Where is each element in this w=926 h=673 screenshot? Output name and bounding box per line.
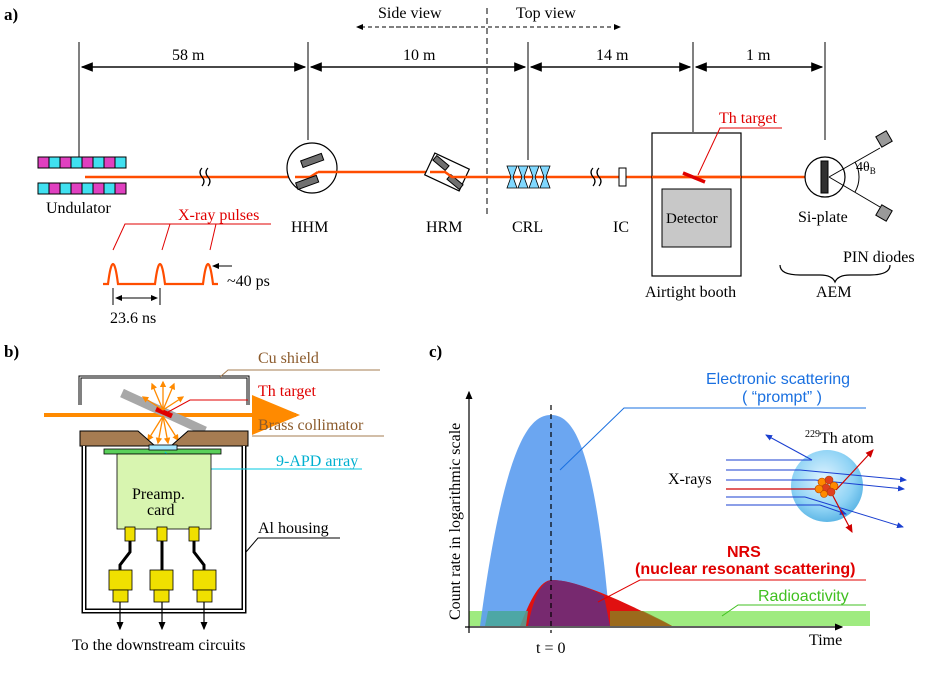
preamp-label-1: Preamp. [132, 486, 185, 503]
pulse-leader-2 [161, 223, 171, 251]
brass-collimator-label: Brass collimator [258, 417, 364, 434]
y-axis-label: Count rate in logarithmic scale [447, 423, 464, 620]
reference-lines [78, 42, 826, 160]
pulse-width-label: ~40 ps [227, 273, 270, 290]
nucleus [814, 475, 839, 498]
electronic-label-2: ( “prompt” ) [742, 389, 822, 406]
distance-58m: 58 m [172, 47, 205, 64]
pin-diode-bottom [875, 204, 893, 222]
top-view-label: Top view [516, 5, 576, 22]
electronic-green-overlap [485, 611, 528, 626]
ion-chamber [618, 167, 627, 187]
connectors [108, 526, 217, 603]
hrm [423, 152, 500, 192]
atom-label: 229Th atom [805, 429, 874, 447]
distance-1m: 1 m [746, 47, 771, 64]
panel-c: c) Count rate in logarithmic scale Time … [429, 342, 907, 657]
panel-b: b) Cu shield Th target Brass collimator [4, 342, 384, 654]
pulse-period-label: 23.6 ns [110, 310, 156, 327]
al-housing-label: Al housing [258, 520, 329, 537]
th-target-label-a: Th target [719, 110, 777, 127]
distance-14m: 14 m [596, 47, 629, 64]
nrs-label-1: NRS [727, 544, 761, 561]
detector-label: Detector [666, 211, 718, 227]
side-view-label: Side view [378, 5, 442, 22]
preamp-label-2: card [147, 502, 175, 519]
x-axis-label: Time [809, 632, 842, 649]
nrs-green-overlap [610, 611, 672, 626]
incoming-xrays [726, 459, 820, 506]
apd-array-label: 9-APD array [276, 453, 358, 470]
downstream-label: To the downstream circuits [72, 637, 246, 654]
th-target-leader-a [697, 127, 782, 176]
xray-pulses-label: X-ray pulses [178, 207, 259, 224]
hhm-label: HHM [291, 219, 328, 236]
th-target-label-b: Th target [258, 383, 316, 400]
panel-c-label: c) [429, 342, 442, 361]
th-target-bar [682, 171, 706, 184]
panel-a-label: a) [4, 5, 18, 24]
cu-shield [78, 375, 250, 405]
emission-arrows [141, 380, 185, 445]
pin-diodes-label: PIN diodes [843, 249, 915, 266]
crl [506, 165, 551, 189]
nuclear-emission [831, 449, 874, 534]
undulator-label: Undulator [46, 200, 112, 217]
hrm-label: HRM [426, 219, 462, 236]
electronic-label-1: Electronic scattering [706, 371, 850, 388]
nrs-label-2: (nuclear resonant scattering) [635, 561, 856, 578]
booth-label: Airtight booth [645, 284, 736, 301]
beam-break-2 [590, 167, 602, 187]
panel-b-label: b) [4, 342, 19, 361]
hhm [286, 142, 430, 194]
t0-label: t = 0 [536, 640, 565, 657]
beam-break-1 [199, 167, 211, 187]
detector-box [661, 188, 732, 248]
pulse-leader-3 [209, 223, 217, 251]
theta-label: 4θB [856, 160, 876, 176]
undulator [37, 156, 127, 195]
distance-10m: 10 m [403, 47, 436, 64]
aem-label: AEM [816, 284, 852, 301]
cu-shield-label: Cu shield [258, 350, 319, 367]
pin-diode-top [875, 130, 893, 148]
pulse-label-leader [112, 223, 271, 251]
th-target-layer [154, 406, 174, 419]
si-plate [804, 156, 846, 198]
aem-brace [779, 264, 891, 284]
panel-a: a) Side view Top view 58 m 10 m 14 m [4, 5, 915, 327]
xrays-label: X-rays [668, 471, 712, 488]
ic-label: IC [613, 219, 629, 236]
nrs-overlap [528, 580, 610, 626]
preamp-card [116, 453, 212, 530]
brass-collimator [79, 430, 249, 447]
pulse-train [103, 262, 218, 286]
electronic-peak [480, 415, 610, 626]
radioactivity-label: Radioactivity [758, 588, 849, 605]
si-plate-label: Si-plate [798, 209, 848, 226]
airtight-booth [651, 132, 742, 277]
apd-array [148, 444, 178, 451]
crl-label: CRL [512, 219, 543, 236]
scattered-xrays [765, 434, 907, 529]
